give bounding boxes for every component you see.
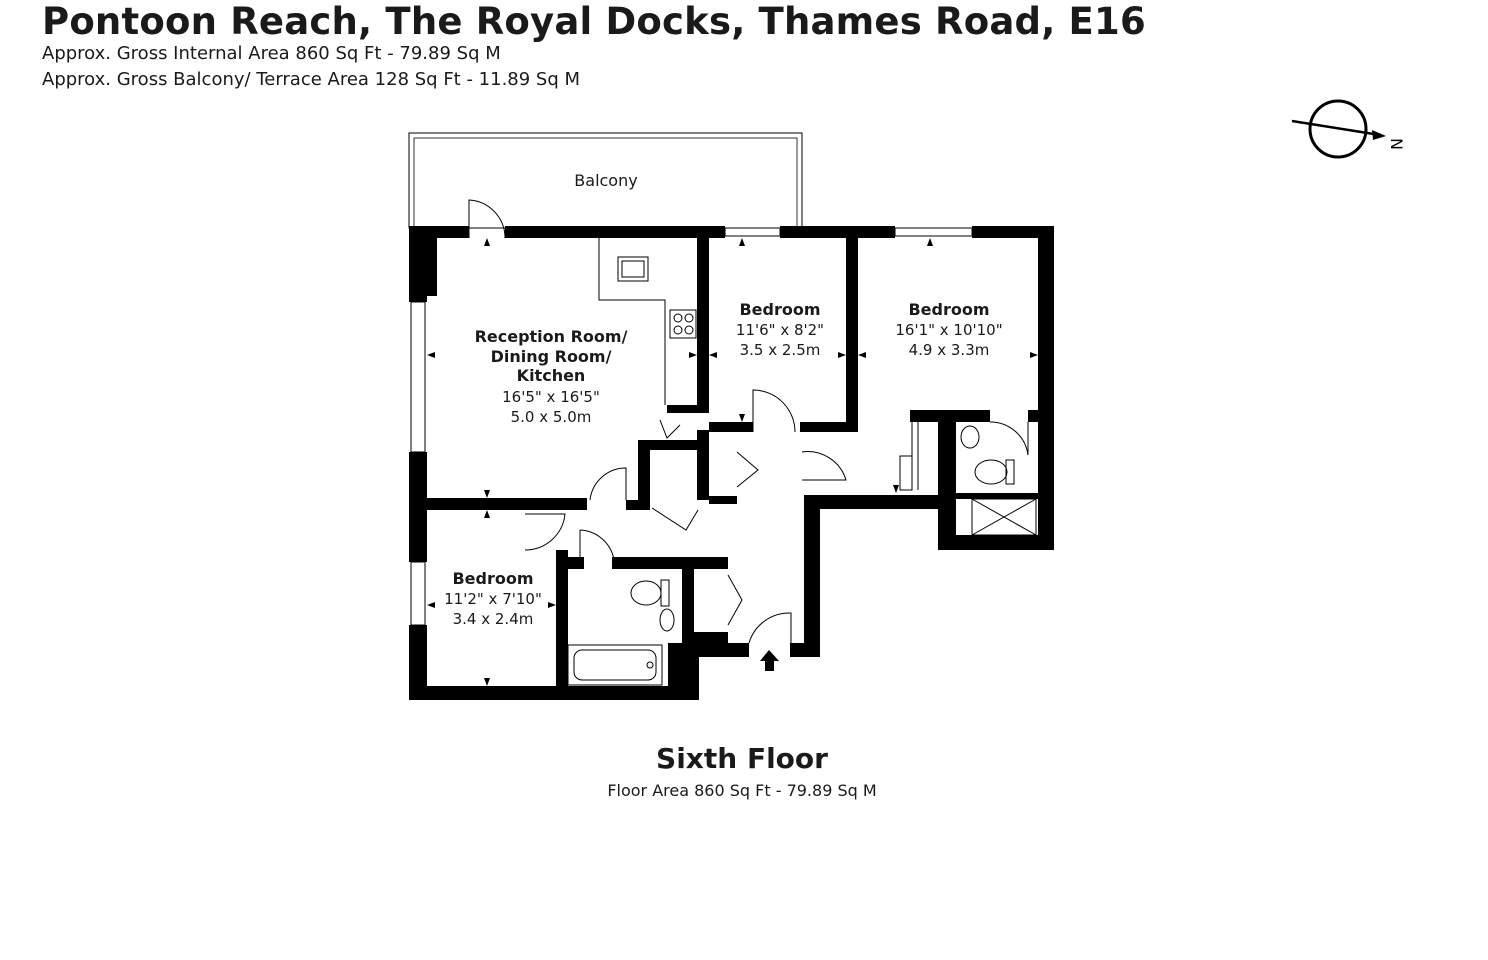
bedroom-right-metric: 4.9 x 3.3m <box>909 341 990 359</box>
bedroom-left-metric: 3.4 x 2.4m <box>453 610 534 628</box>
bedroom-left-imperial: 11'2" x 7'10" <box>444 590 542 608</box>
gross-internal-area: Approx. Gross Internal Area 860 Sq Ft - … <box>42 43 501 64</box>
exterior-walls <box>409 226 1054 700</box>
room-bedroom-left: Bedroom 11'2" x 7'10" 3.4 x 2.4m <box>444 569 542 628</box>
windows <box>410 227 973 626</box>
bathroom-fittings <box>567 425 1037 686</box>
reception-metric: 5.0 x 5.0m <box>511 408 592 426</box>
page-title: Pontoon Reach, The Royal Docks, Thames R… <box>42 0 1146 43</box>
kitchen-fittings <box>598 238 697 405</box>
dimension-ticks <box>427 238 1038 686</box>
reception-label-line2: Dining Room/ <box>491 347 612 366</box>
entrance-arrow-icon <box>760 650 779 671</box>
floor-label: Sixth Floor <box>656 742 828 775</box>
doors <box>468 199 1029 644</box>
room-bedroom-right: Bedroom 16'1" x 10'10" 4.9 x 3.3m <box>895 300 1002 359</box>
bedroom-middle-imperial: 11'6" x 8'2" <box>736 321 824 339</box>
interior-walls <box>427 238 1038 686</box>
gross-balcony-area: Approx. Gross Balcony/ Terrace Area 128 … <box>42 69 581 90</box>
bedroom-left-label: Bedroom <box>452 569 533 588</box>
bedroom-right-label: Bedroom <box>908 300 989 319</box>
room-bedroom-middle: Bedroom 11'6" x 8'2" 3.5 x 2.5m <box>736 300 824 359</box>
bedroom-middle-metric: 3.5 x 2.5m <box>740 341 821 359</box>
room-reception: Reception Room/ Dining Room/ Kitchen 16'… <box>475 327 628 426</box>
balcony-area: Balcony <box>408 132 803 229</box>
bedroom-middle-label: Bedroom <box>739 300 820 319</box>
bedroom-right-imperial: 16'1" x 10'10" <box>895 321 1002 339</box>
north-compass-icon: N <box>1291 99 1406 159</box>
floor-area: Floor Area 860 Sq Ft - 79.89 Sq M <box>607 781 877 800</box>
reception-imperial: 16'5" x 16'5" <box>502 388 600 406</box>
reception-label-line3: Kitchen <box>517 366 586 385</box>
reception-label-line1: Reception Room/ <box>475 327 628 346</box>
compass-label: N <box>1387 138 1406 150</box>
balcony-label: Balcony <box>574 171 637 190</box>
